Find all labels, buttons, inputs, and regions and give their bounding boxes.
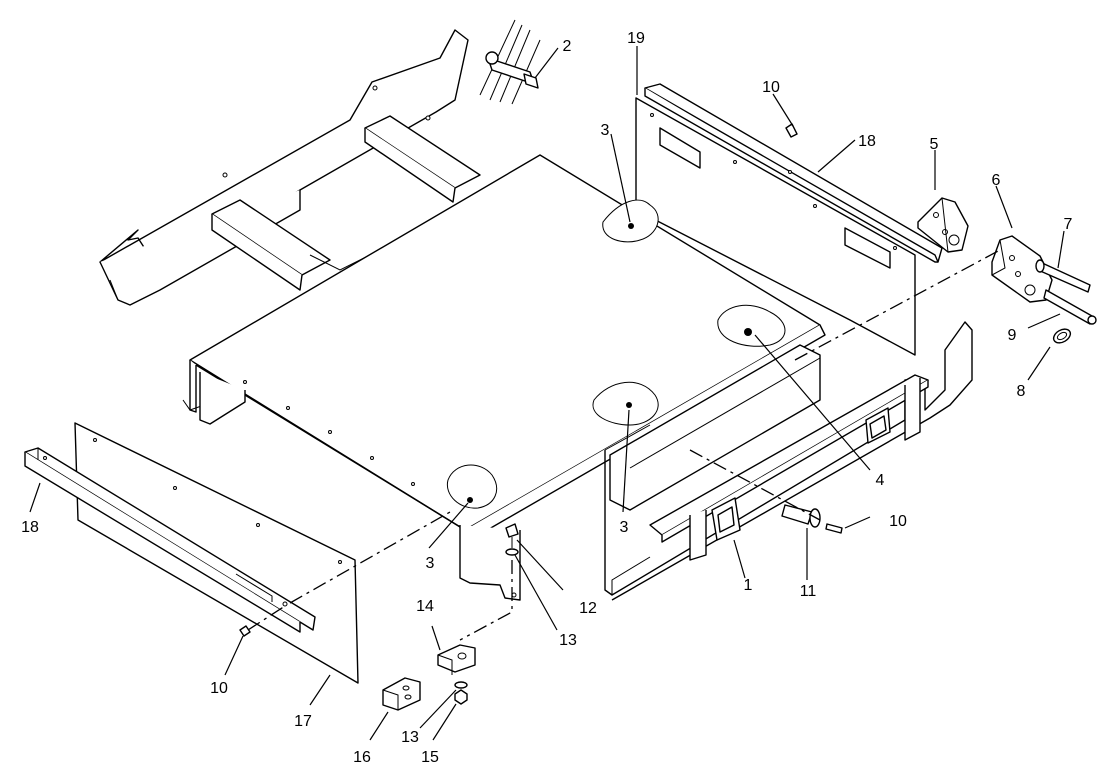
callout-17: 17 bbox=[294, 713, 312, 730]
leader-lines bbox=[29, 46, 1065, 741]
bolt-assembly-2 bbox=[479, 19, 541, 105]
callout-19: 19 bbox=[627, 30, 645, 47]
callout-2: 2 bbox=[563, 38, 572, 55]
callout-13-lower: 13 bbox=[401, 729, 419, 746]
clip-8 bbox=[1052, 328, 1072, 344]
angle-strip-18-front bbox=[24, 447, 316, 633]
callout-9: 9 bbox=[1008, 327, 1017, 344]
bracket-16 bbox=[382, 677, 421, 711]
callout-3-left: 3 bbox=[426, 555, 435, 572]
screw-10-right bbox=[825, 523, 843, 534]
callout-labels: 1 2 3 3 3 4 5 6 7 8 9 10 10 10 11 12 13 … bbox=[21, 30, 1072, 766]
rear-panel-19 bbox=[635, 97, 916, 356]
callout-12: 12 bbox=[579, 600, 597, 617]
front-panel-17 bbox=[74, 422, 359, 684]
bolt-7 bbox=[1035, 259, 1091, 293]
bracket-5 bbox=[917, 197, 969, 253]
inner-frame-channel bbox=[609, 344, 821, 511]
callout-15: 15 bbox=[421, 749, 439, 766]
callout-5: 5 bbox=[930, 136, 939, 153]
pin-11 bbox=[781, 504, 821, 528]
callout-18-front: 18 bbox=[21, 519, 39, 536]
callout-10-top: 10 bbox=[762, 79, 780, 96]
callout-3-top: 3 bbox=[601, 122, 610, 139]
callout-18-top: 18 bbox=[858, 133, 876, 150]
deck-cutaways bbox=[446, 199, 786, 509]
left-under-bracket bbox=[459, 525, 521, 601]
callout-8: 8 bbox=[1017, 383, 1026, 400]
callout-10-right: 10 bbox=[889, 513, 907, 530]
callout-4: 4 bbox=[876, 472, 885, 489]
pin-9 bbox=[1043, 289, 1097, 325]
callout-11: 11 bbox=[800, 583, 817, 600]
callout-16: 16 bbox=[353, 749, 371, 766]
angle-strip-18-top bbox=[644, 83, 943, 263]
washer-13-lower bbox=[454, 681, 468, 689]
assembly-lines bbox=[247, 249, 1001, 641]
screw-10-top bbox=[785, 123, 798, 138]
nut-15 bbox=[454, 689, 468, 705]
bracket-14 bbox=[437, 644, 476, 675]
callout-10-left: 10 bbox=[210, 680, 228, 697]
screw-10-left bbox=[239, 625, 251, 637]
callout-3-middle: 3 bbox=[620, 519, 629, 536]
callout-14: 14 bbox=[416, 598, 434, 615]
callout-7: 7 bbox=[1064, 216, 1073, 233]
bolt-12 bbox=[505, 523, 519, 556]
cross-members bbox=[211, 115, 481, 291]
callout-6: 6 bbox=[992, 172, 1001, 189]
callout-13-upper: 13 bbox=[559, 632, 577, 649]
hinge-bracket-6 bbox=[991, 235, 1053, 303]
callout-1: 1 bbox=[744, 577, 753, 594]
front-frame-1 bbox=[604, 321, 973, 601]
